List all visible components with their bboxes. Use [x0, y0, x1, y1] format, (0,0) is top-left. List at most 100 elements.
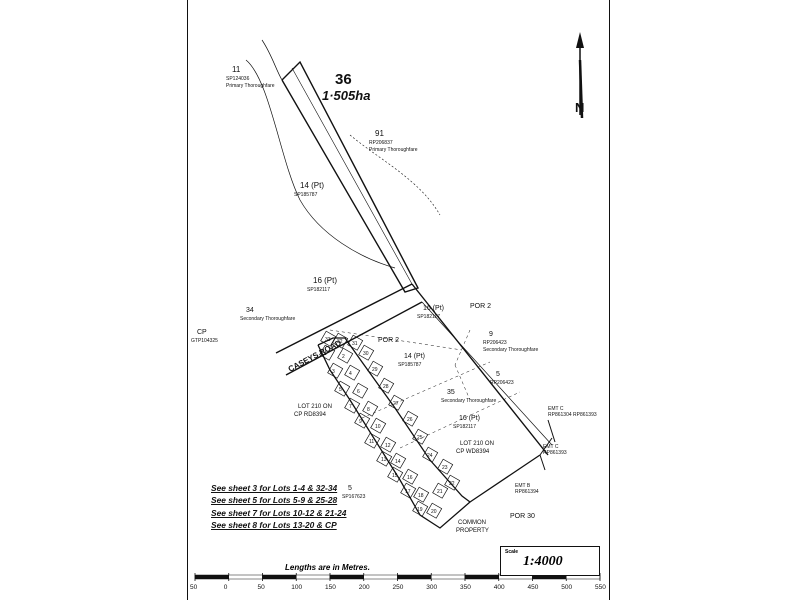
lot-parcel: [364, 432, 381, 449]
lot-left-label-1: LOT 210 ON: [298, 404, 332, 410]
lot-parcel: [444, 474, 461, 491]
parcel-id-label: POR 30: [510, 513, 535, 520]
lot-parcel: [358, 344, 375, 361]
lot-number-label: 14: [395, 459, 401, 465]
plan-sheet: [187, 0, 610, 600]
lot-right-label-2: CP WD8394: [456, 449, 490, 455]
lot-parcel: [380, 436, 397, 453]
parcel-plan-label: SP167623: [342, 494, 366, 500]
scale-caption: Scale: [505, 549, 519, 555]
lot-number-label: 1: [324, 351, 327, 357]
parcel-plan-label: SP185787: [398, 362, 422, 368]
lot-number-label: 15: [392, 473, 398, 479]
lot-number-label: 8: [367, 407, 370, 413]
scale-tick-label: 0: [224, 584, 228, 591]
easement-lines: [539, 419, 556, 471]
parcel-id-label: POR 2: [470, 303, 491, 310]
lot-parcel: [327, 362, 344, 379]
scale-segment: [296, 574, 331, 580]
caseys-road: [275, 283, 553, 456]
scale-tick-label: 400: [494, 584, 505, 591]
parcel-id-label: POR 2: [378, 337, 399, 344]
parcel-id-label: 34: [246, 307, 254, 314]
parcel-id-label: 5: [496, 371, 500, 378]
lot-number-label: 4: [349, 371, 352, 377]
sheet-note-1: See sheet 3 for Lots 1-4 & 32-34: [211, 483, 338, 493]
easement-plan-label: RP861393: [543, 450, 567, 456]
lot-parcel: [376, 450, 393, 467]
scale-segment: [262, 574, 297, 580]
lot-parcel: [337, 347, 354, 364]
parcel-id-label: 9: [489, 331, 493, 338]
lot-number-label: 17: [405, 489, 411, 495]
easement-plan-label: RP861394: [515, 489, 539, 495]
parcel-plan-label: RP206423: [483, 340, 507, 346]
lot-number-label: 10: [375, 424, 381, 430]
easement-plan-label: RP861304 RP861393: [548, 412, 597, 418]
lot-number-label: 30: [363, 351, 369, 357]
lot-number-label: 23: [442, 465, 448, 471]
parcel-plan-label: Secondary Thoroughfare: [240, 316, 295, 322]
parcel-id-label: CP: [197, 329, 207, 336]
lot-parcel: [412, 428, 429, 445]
lot-parcel: [352, 382, 369, 399]
lot-parcel: [344, 364, 361, 381]
parcel-id-label: 14 (Pt): [404, 353, 425, 360]
easement-label: EMT C: [543, 444, 559, 450]
lot-number-label: 13: [381, 457, 387, 463]
lot-number-label: 7: [349, 404, 352, 410]
parcel-plan-label: SP182117: [453, 424, 476, 430]
parcel-plan-label: SP182117: [417, 314, 440, 320]
lot-parcel: [370, 417, 387, 434]
scale-segment: [464, 574, 499, 580]
lot-parcel: [413, 486, 430, 503]
lot-parcel: [334, 380, 351, 397]
lot-parcel: [387, 466, 404, 483]
lengths-caption: Lengths are in Metres.: [285, 563, 370, 572]
parcel-id-label: 14 (Pt): [300, 181, 324, 190]
lot-parcel: [390, 452, 407, 469]
lot-number-label: 20: [431, 509, 437, 515]
scale-tick-label: 50: [258, 584, 266, 591]
parcel-plan-label: SP124036: [226, 76, 250, 82]
lot-parcel: [344, 397, 361, 414]
sheet-notes: See sheet 3 for Lots 1-4 & 32-34 See she…: [211, 482, 346, 532]
scale-tick-label: 350: [460, 584, 471, 591]
lot-parcel: [412, 500, 429, 517]
lot-36-area: 1·505ha: [322, 88, 370, 103]
lot-parcel: [422, 446, 439, 463]
lot-number-label: 28: [383, 384, 389, 390]
lot-number-label: 9: [359, 419, 362, 425]
north-label: N: [575, 100, 584, 115]
parcel-id-label: 91: [375, 129, 384, 138]
scale-tick-label: 500: [561, 584, 572, 591]
parcel-id-label: 35: [447, 389, 455, 396]
scale-tick-label: 50: [190, 584, 198, 591]
lot-parcel: [362, 400, 379, 417]
north-arrow-icon: [576, 32, 584, 119]
lot-parcel: [402, 410, 419, 427]
lot-36-boundary: [281, 60, 420, 293]
lot-number-label: 2: [342, 354, 345, 360]
lot-parcel: [426, 502, 443, 519]
lot-number-label: 21: [437, 489, 443, 495]
lot-number-label: 26: [407, 417, 413, 423]
lot-number-label: 29: [372, 367, 378, 373]
lot-left-label-2: CP RD8394: [294, 412, 327, 418]
lot-parcel: [437, 458, 454, 475]
scale-segment: [431, 574, 466, 580]
lot-parcel: [332, 332, 349, 349]
parcel-id-label: 16 (Pt): [313, 276, 337, 285]
parcel-plan-label: SP182117: [307, 287, 330, 293]
scale-segment: [228, 574, 263, 580]
lot-number-label: 5: [339, 387, 342, 393]
dashed-lines: [329, 329, 521, 449]
parcel-note-label: Primary Thoroughfare: [369, 147, 418, 153]
lot-right-label-1: LOT 210 ON: [460, 441, 494, 447]
parcel-plan-label: Secondary Thoroughfare: [441, 398, 496, 404]
lot-number-label: 25: [417, 435, 423, 441]
lot-number-label: 24: [427, 453, 433, 459]
lot-number-label: 33: [325, 337, 331, 343]
scale-box: Scale 1:4000: [500, 546, 600, 576]
scale-segment: [194, 574, 229, 580]
